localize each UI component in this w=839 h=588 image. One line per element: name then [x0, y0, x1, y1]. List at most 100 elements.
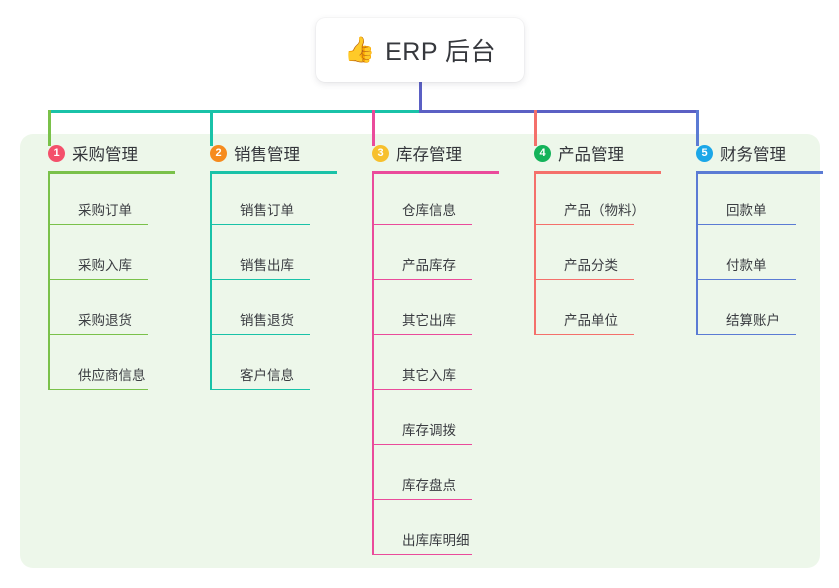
branch-item[interactable]: 采购退货	[48, 284, 180, 339]
branch-item-label: 采购入库	[78, 258, 132, 273]
branch-underline	[210, 171, 337, 174]
branch-column-5: 5 财务管理回款单付款单结算账户	[678, 140, 828, 339]
connector-drop-2	[210, 110, 213, 146]
branch-item-underline	[534, 278, 634, 280]
branch-item[interactable]: 采购入库	[48, 229, 180, 284]
branch-item-underline	[372, 443, 472, 445]
branch-item[interactable]: 仓库信息	[372, 174, 504, 229]
root-node-label: ERP 后台	[385, 38, 497, 66]
branch-item[interactable]: 销售退货	[210, 284, 342, 339]
branch-item[interactable]: 库存盘点	[372, 449, 504, 504]
branch-item-underline	[372, 333, 472, 335]
branch-stem	[48, 174, 50, 390]
branch-item[interactable]: 付款单	[696, 229, 828, 284]
branch-item-label: 仓库信息	[402, 203, 456, 218]
branch-item-underline	[696, 223, 796, 225]
branch-title: 采购管理	[72, 146, 138, 164]
branch-item-underline	[372, 223, 472, 225]
branch-item[interactable]: 产品（物料）	[534, 174, 666, 229]
branch-stem	[210, 174, 212, 390]
branch-item-label: 其它出库	[402, 313, 456, 328]
branch-item-label: 销售出库	[240, 258, 294, 273]
branch-title: 财务管理	[720, 146, 786, 164]
branch-header-5[interactable]: 5 财务管理	[678, 140, 828, 166]
branch-item[interactable]: 产品库存	[372, 229, 504, 284]
branch-item-underline	[696, 278, 796, 280]
thumbs-up-icon: 👍	[343, 35, 376, 64]
branch-item-label: 库存调拨	[402, 423, 456, 438]
branch-item[interactable]: 供应商信息	[48, 339, 180, 394]
branch-stem	[534, 174, 536, 335]
branch-item-list: 采购订单采购入库采购退货供应商信息	[48, 174, 180, 394]
branch-item-label: 回款单	[726, 203, 767, 218]
branch-title: 销售管理	[234, 146, 300, 164]
branch-item[interactable]: 客户信息	[210, 339, 342, 394]
branch-item-label: 付款单	[726, 258, 767, 273]
branch-underline	[534, 171, 661, 174]
branch-item-label: 供应商信息	[78, 368, 146, 383]
branch-column-3: 3 库存管理仓库信息产品库存其它出库其它入库库存调拨库存盘点出库库明细	[354, 140, 504, 559]
branch-item[interactable]: 回款单	[696, 174, 828, 229]
branch-item[interactable]: 其它入库	[372, 339, 504, 394]
branch-item[interactable]: 库存调拨	[372, 394, 504, 449]
root-node[interactable]: 👍 ERP 后台	[316, 18, 524, 82]
branch-underline	[48, 171, 175, 174]
branch-item-label: 其它入库	[402, 368, 456, 383]
branch-underline	[696, 171, 823, 174]
branch-item-underline	[48, 388, 148, 390]
branch-item[interactable]: 结算账户	[696, 284, 828, 339]
branch-underline	[372, 171, 499, 174]
branch-item-label: 库存盘点	[402, 478, 456, 493]
branch-item-label: 出库库明细	[402, 533, 470, 548]
branch-item-underline	[372, 498, 472, 500]
branch-item-underline	[696, 333, 796, 335]
branch-item-underline	[210, 223, 310, 225]
connector-drop-3	[372, 110, 375, 146]
branch-item-label: 客户信息	[240, 368, 294, 383]
branch-item-underline	[48, 333, 148, 335]
branch-item-label: 销售退货	[240, 313, 294, 328]
connector-bus-right	[419, 110, 699, 113]
branch-number-badge: 3	[372, 144, 389, 162]
branch-item-underline	[210, 388, 310, 390]
branch-item-underline	[534, 333, 634, 335]
branch-header-3[interactable]: 3 库存管理	[354, 140, 504, 166]
branch-item[interactable]: 出库库明细	[372, 504, 504, 559]
branch-item-label: 采购订单	[78, 203, 132, 218]
branch-item-underline	[210, 278, 310, 280]
branch-stem	[696, 174, 698, 335]
branch-item-underline	[534, 223, 634, 225]
branch-number-badge: 4	[534, 144, 551, 162]
root-connector-stem	[419, 82, 422, 112]
branch-item-label: 产品单位	[564, 313, 618, 328]
branch-item-underline	[372, 388, 472, 390]
branch-item[interactable]: 销售订单	[210, 174, 342, 229]
connector-drop-4	[534, 110, 537, 146]
branch-item-underline	[372, 278, 472, 280]
diagram-canvas	[20, 134, 820, 568]
branch-title: 库存管理	[396, 146, 462, 164]
branch-item-label: 结算账户	[726, 313, 780, 328]
branch-item-label: 销售订单	[240, 203, 294, 218]
branch-item[interactable]: 采购订单	[48, 174, 180, 229]
branch-number-badge: 5	[696, 144, 713, 162]
branch-item[interactable]: 销售出库	[210, 229, 342, 284]
branch-item-list: 回款单付款单结算账户	[696, 174, 828, 339]
branch-item-underline	[210, 333, 310, 335]
branch-item[interactable]: 产品分类	[534, 229, 666, 284]
connector-drop-5	[696, 110, 699, 146]
branch-item-underline	[48, 223, 148, 225]
connector-bus-left	[48, 110, 422, 113]
branch-item[interactable]: 其它出库	[372, 284, 504, 339]
branch-item[interactable]: 产品单位	[534, 284, 666, 339]
branch-item-list: 产品（物料） 产品分类产品单位	[534, 174, 666, 339]
branch-item-list: 销售订单销售出库销售退货客户信息	[210, 174, 342, 394]
branch-item-label: 产品（物料）	[564, 203, 645, 218]
connector-drop-1	[48, 110, 51, 146]
